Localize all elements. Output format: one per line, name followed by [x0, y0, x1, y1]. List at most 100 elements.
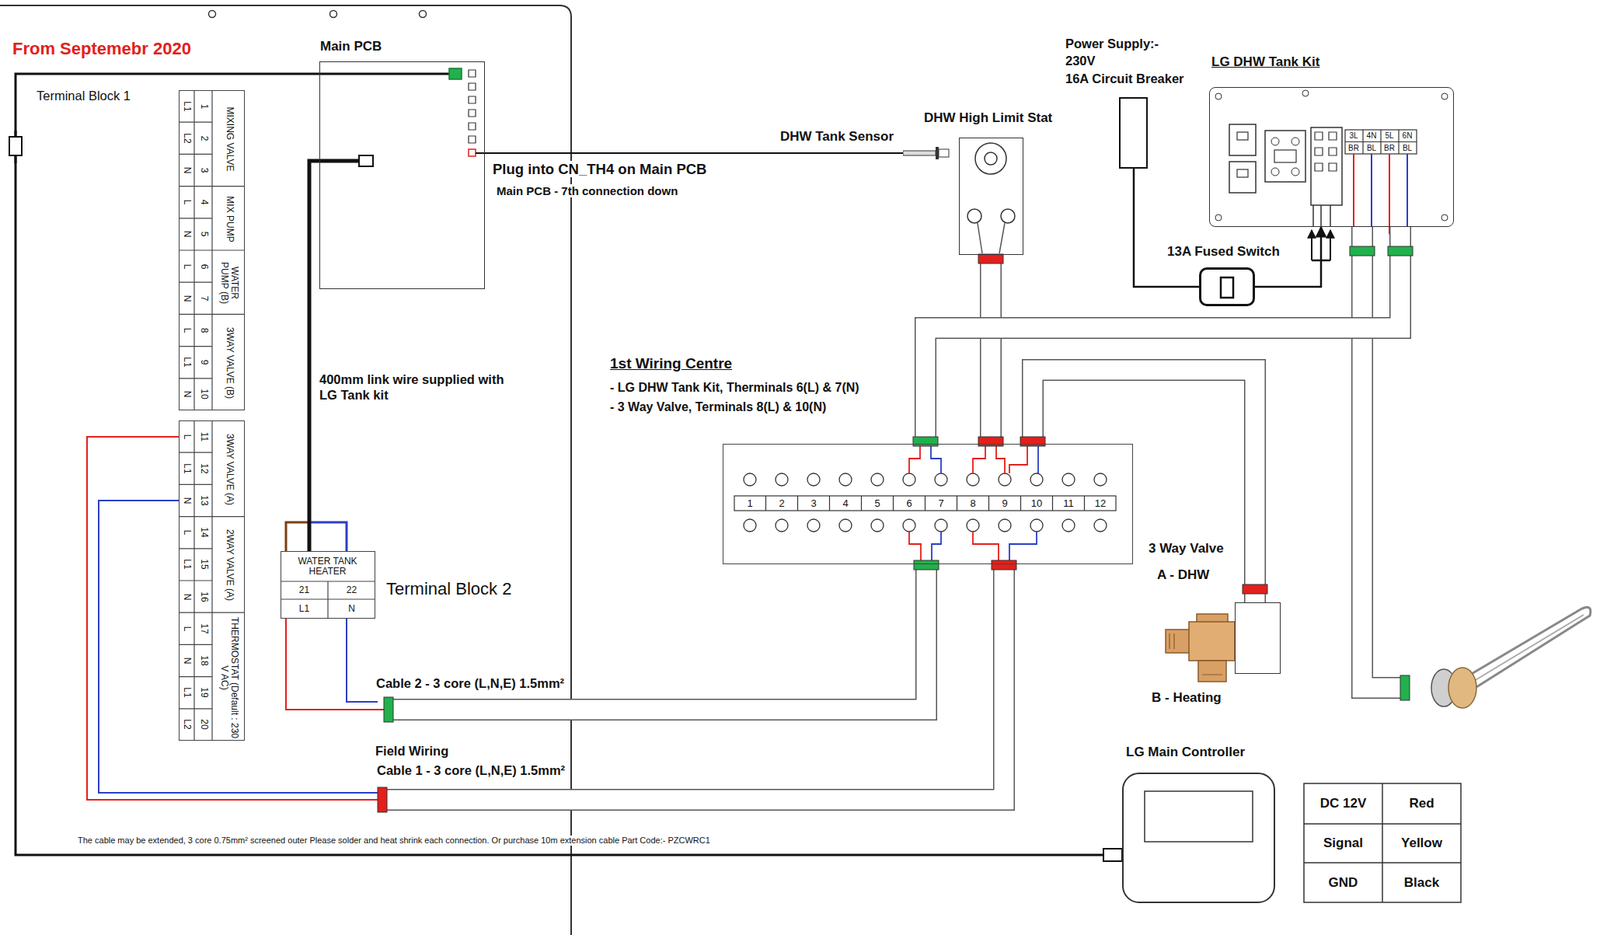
- terminal-rail: [1310, 127, 1343, 206]
- annotation-text: Yellow: [1401, 835, 1443, 851]
- cable-plug: [377, 787, 387, 813]
- cable-plug: [913, 560, 939, 570]
- component-heading: LG DHW Tank Kit: [1211, 54, 1320, 70]
- fixing-hole: [1441, 214, 1448, 221]
- pcb-wire: [319, 73, 450, 76]
- annotation-text: Field Wiring: [375, 743, 449, 759]
- contactor-symbol: [1274, 149, 1297, 163]
- component-heading: 3 Way Valve: [1148, 540, 1224, 557]
- annotation-text: Black: [1404, 874, 1440, 891]
- pcb-wire: [319, 159, 360, 164]
- brown-wire: [285, 522, 310, 551]
- sensor-probe: [938, 149, 949, 157]
- pcb-socket: [468, 69, 476, 143]
- cable-plug: [991, 560, 1017, 570]
- red-wire: [909, 446, 1028, 561]
- annotation-text: 14: [195, 517, 213, 548]
- circuit-breaker: Power Supply:-230V16A Circuit Breaker: [1118, 97, 1148, 169]
- component-heading: DHW Tank Sensor: [780, 128, 894, 145]
- annotation-text: L1: [179, 453, 195, 484]
- diagram-title: From Septemebr 2020: [12, 38, 192, 59]
- stat-dial: [975, 142, 1007, 175]
- annotation-text: 7: [195, 282, 213, 314]
- component-heading: 3WAY VALVE (A): [213, 423, 245, 516]
- immersion-element: [1470, 606, 1591, 687]
- stat-terminal: [967, 209, 982, 224]
- cable-connector: [1020, 369, 1268, 603]
- valve-actuator: 3 Way ValveA - DHWB - Heating: [1234, 602, 1281, 674]
- cable-plug: [913, 436, 938, 447]
- annotation-text: 6: [906, 497, 912, 509]
- pcb-socket: [449, 68, 462, 80]
- annotation-text: L: [179, 315, 195, 346]
- cable-label: 400mm link wire supplied with LG Tank ki…: [319, 372, 506, 404]
- annotation-text: N: [179, 379, 195, 410]
- annotation-text: L1: [179, 90, 195, 122]
- component-label: Terminal Block 2: [386, 578, 512, 599]
- annotation-text: N: [348, 603, 356, 615]
- contactor-symbol: [1271, 137, 1280, 146]
- component-heading: 1st Wiring Centre: [610, 355, 733, 373]
- cable-plug: [978, 436, 1004, 447]
- annotation-text: 8: [195, 315, 213, 346]
- limit-thermostat: DHW High Limit Stat: [958, 137, 1024, 255]
- contactor-symbol: [1291, 167, 1300, 176]
- contactor-symbol: [1291, 137, 1300, 146]
- annotation-text: 11: [195, 421, 213, 452]
- cable-connector: [913, 226, 1413, 447]
- component-heading: 13A Fused Switch: [1167, 244, 1280, 260]
- annotation-text: N: [179, 219, 195, 250]
- cable-sheath: [1032, 369, 1255, 603]
- annotation-text: DC 12V: [1320, 795, 1367, 812]
- sensor-probe: [902, 150, 936, 156]
- breaker-symbol: [1237, 132, 1248, 140]
- annotation-text: GND: [1328, 874, 1359, 891]
- terminal-grid: [178, 420, 245, 741]
- annotation-text: L: [179, 517, 195, 548]
- controller-screen: [1144, 791, 1253, 842]
- blue-wire: [346, 618, 378, 702]
- fixing-hole: [209, 10, 217, 18]
- supply-wire: [1313, 205, 1331, 227]
- component-heading: LG Main Controller: [1125, 744, 1245, 760]
- colour-table: [1303, 783, 1461, 903]
- annotation-text: 5: [195, 219, 213, 250]
- annotation-text: 4: [195, 187, 213, 218]
- annotation-text: 12: [1094, 497, 1106, 509]
- cable-sheath: [925, 226, 1401, 444]
- annotation-text: 6N: [1402, 131, 1413, 141]
- annotation-text: 20: [195, 709, 213, 740]
- valve-body: [1188, 621, 1235, 661]
- component-label: 230V: [1065, 53, 1096, 69]
- annotation-text: L: [179, 187, 195, 218]
- annotation-text: L1: [299, 603, 310, 615]
- terminal-grid: [178, 90, 245, 411]
- immersion-head: [1448, 667, 1477, 708]
- annotation-text: Main PCB - 7th connection down: [494, 184, 680, 198]
- fused-switch: 13A Fused Switch: [1199, 267, 1255, 307]
- component-label: THERMOSTAT (Default : 230 V AC): [213, 615, 245, 740]
- annotation-text: L1: [179, 677, 195, 708]
- cable-plug: [1400, 675, 1410, 701]
- cable-connector: [309, 160, 320, 551]
- annotation-text: 9: [1001, 497, 1008, 509]
- stat-dial: [984, 152, 997, 165]
- annotation-text: L: [179, 250, 195, 282]
- plug-prong: [1329, 230, 1332, 261]
- annotation-text: 3: [810, 497, 816, 509]
- colour-table: [1303, 783, 1461, 903]
- cable-connector: [285, 560, 939, 722]
- pcb-wire: [475, 152, 485, 154]
- component-heading: WATER TANK HEATER: [281, 551, 374, 582]
- annotation-text: 3: [195, 155, 213, 186]
- cable-label: Cable 2 - 3 core (L,N,E) 1.5mm²: [374, 676, 566, 691]
- main-controller: LG Main Controller: [1122, 772, 1276, 903]
- annotation-text: N: [179, 282, 195, 314]
- cable-wire: [1133, 168, 1200, 287]
- annotation-text: 8: [969, 497, 976, 509]
- annotation-text: 21: [299, 585, 310, 597]
- component-label: 2WAY VALVE (A): [213, 519, 245, 611]
- cable-wire: [15, 73, 1123, 855]
- annotation-text: BR: [1383, 143, 1395, 154]
- annotation-text: 5L: [1384, 131, 1394, 141]
